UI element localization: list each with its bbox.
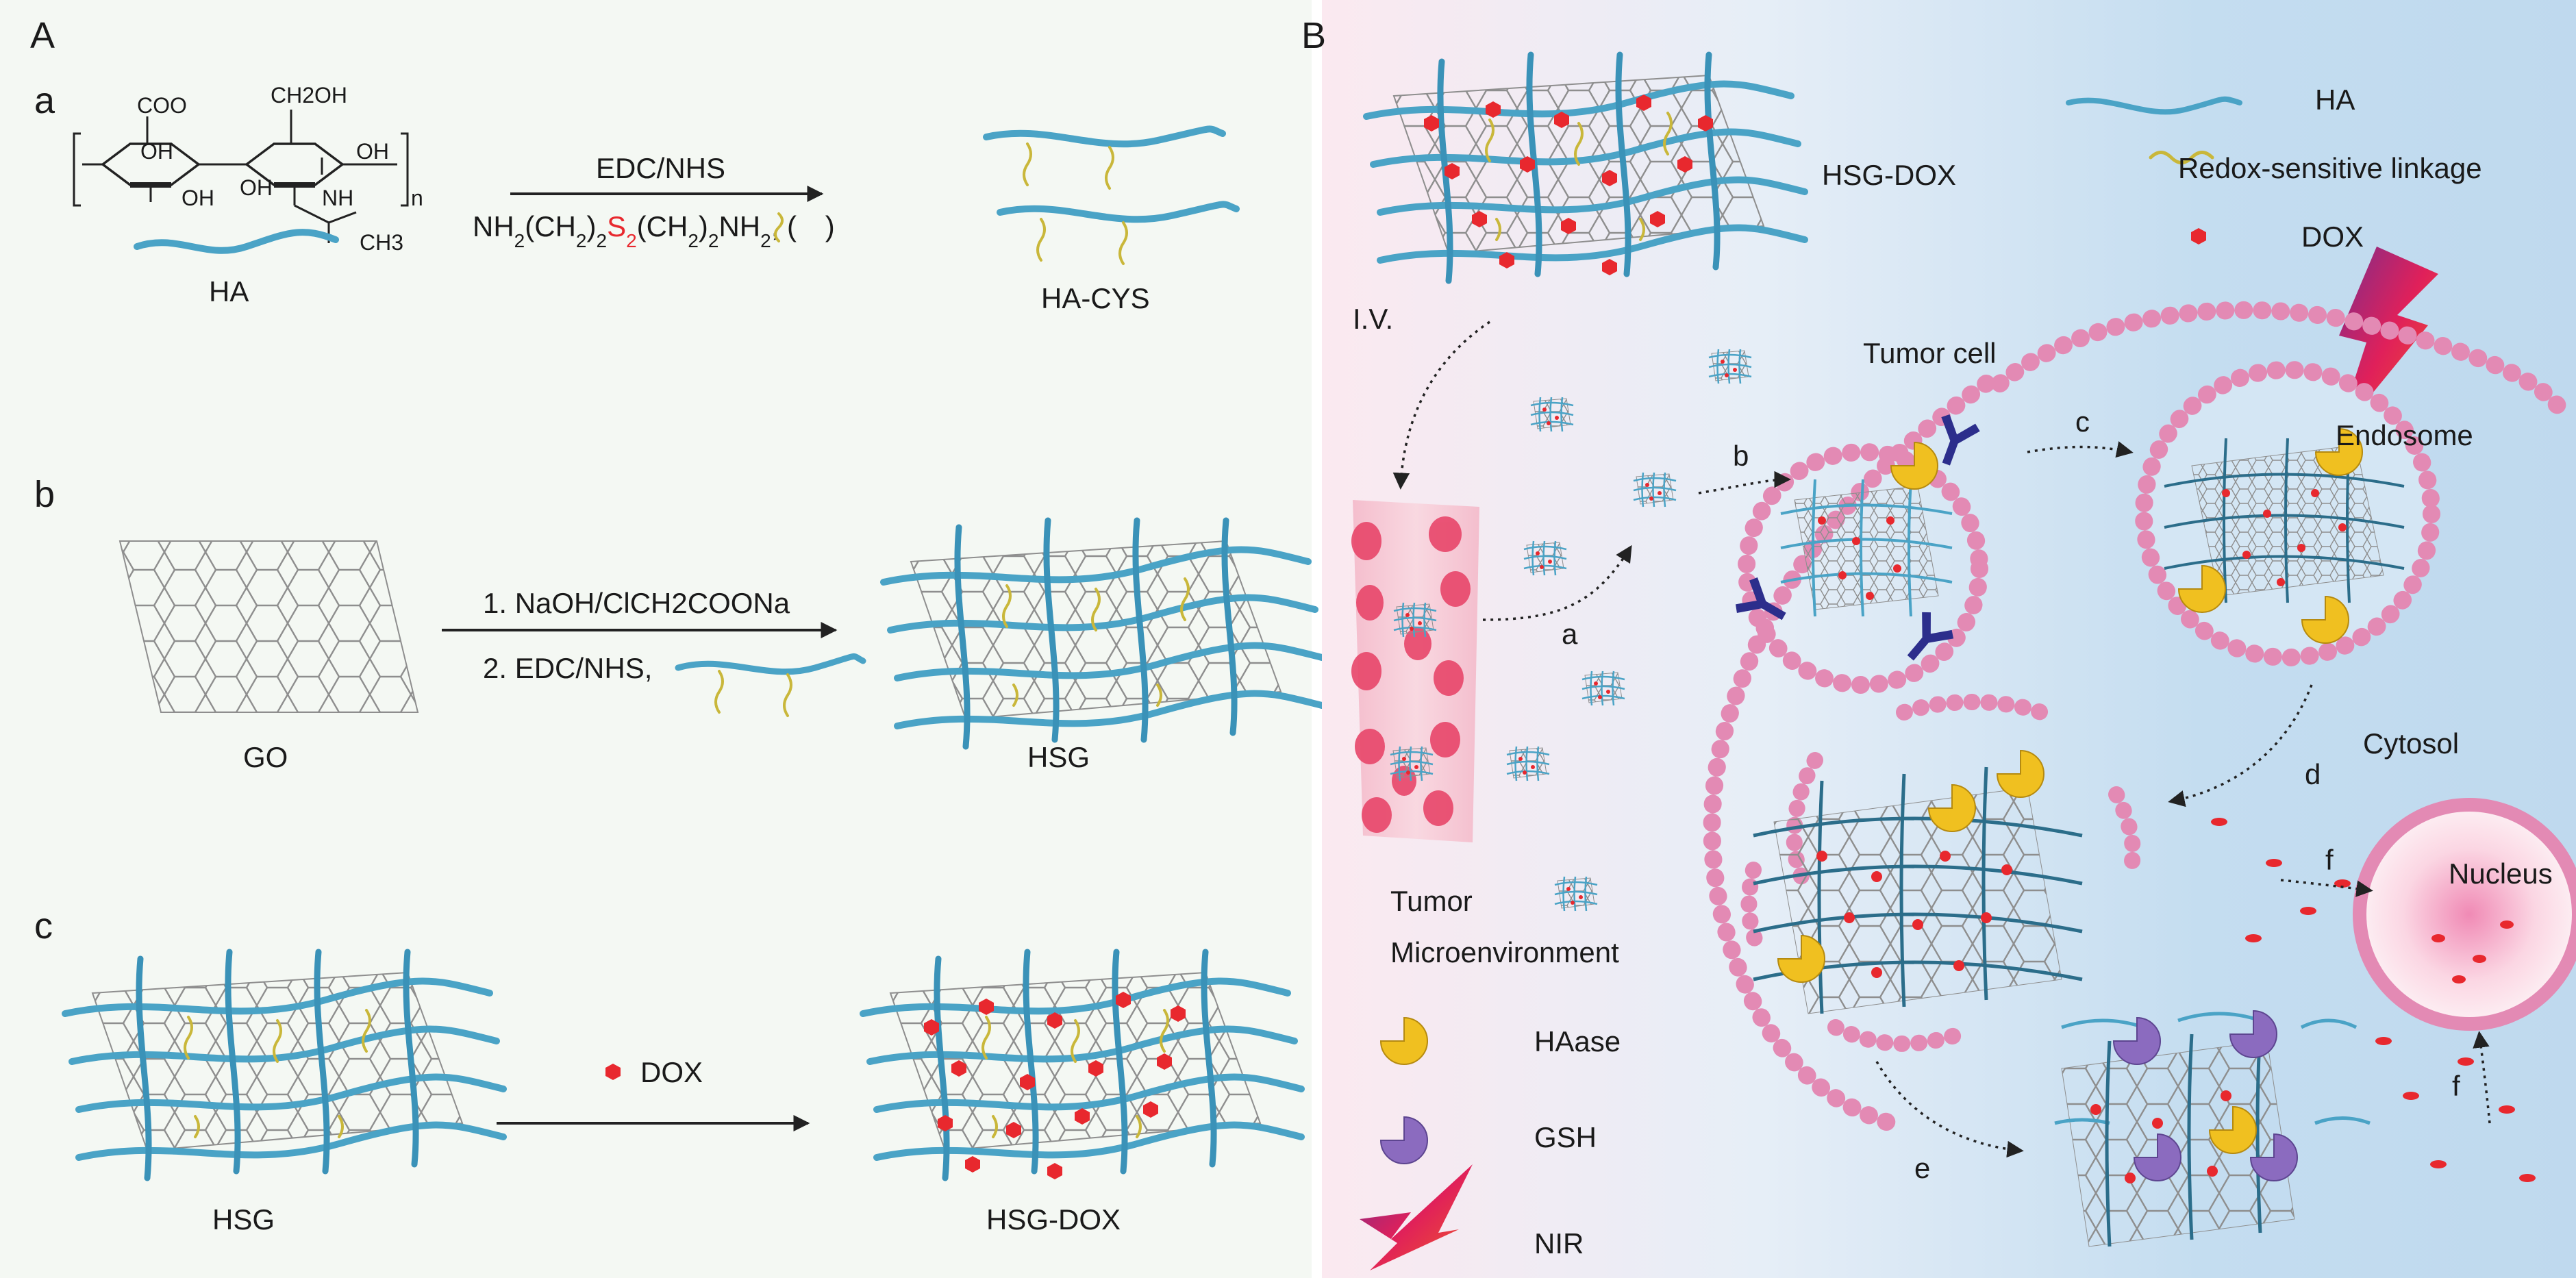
reaction-arrow-b: 1. NaOH/ClCH2COONa 2. EDC/NHS,: [442, 587, 866, 717]
step-f-arrow-1: [2280, 879, 2373, 897]
legend-ha-icon: [2066, 96, 2242, 115]
oh-label-1: OH: [140, 139, 173, 164]
legend-ha: HA: [2315, 84, 2355, 116]
reagent-dox: DOX: [640, 1056, 703, 1088]
legend: HA Redox-sensitive linkage DOX: [2066, 84, 2482, 253]
go-caption: GO: [243, 741, 288, 773]
step-a-arrow: [1482, 544, 1632, 621]
vesicle-nanoparticle: [1780, 479, 1953, 617]
ha-cys-caption: HA-CYS: [1041, 282, 1150, 314]
hsg-dox-label: HSG-DOX: [1822, 159, 1956, 191]
nh-label: NH: [322, 186, 353, 210]
cytosol-label: Cytosol: [2363, 727, 2459, 760]
graphene-oxide-sheet: [118, 540, 419, 713]
reaction-arrow-c: DOX: [497, 1056, 810, 1131]
blood-vessel: [1351, 500, 1479, 842]
legend-linkage-icon: [2149, 151, 2214, 164]
coo-label: COO: [137, 93, 187, 118]
step-b-arrow: [1698, 471, 1791, 494]
reaction-arrow-a: EDC/NHS NH2(CH2)2S2(CH2)2NH2, ( ): [473, 152, 835, 251]
hsg-caption-b: HSG: [1027, 741, 1090, 773]
endosome-label: Endosome: [2336, 419, 2473, 451]
step-d-arrow: [2168, 684, 2313, 807]
ha-cys-product: HA-CYS: [983, 125, 1240, 314]
legend-dox: DOX: [2301, 221, 2364, 253]
step-a-label: a: [1562, 618, 1578, 650]
step-f-label-2: f: [2452, 1070, 2460, 1102]
hsg-dox-caption-c: HSG-DOX: [986, 1203, 1121, 1236]
tumor-cell-label: Tumor cell: [1863, 337, 1996, 369]
tumor-cell-membrane-top: [1991, 301, 2571, 420]
row-b-letter: b: [34, 474, 55, 515]
step-b-label: b: [1733, 440, 1749, 472]
free-dox: [2211, 818, 2536, 1182]
broken-endosome: [1740, 694, 2141, 1052]
panel-a-label: A: [30, 15, 55, 56]
nucleus-label: Nucleus: [2449, 857, 2553, 890]
step-d-label: d: [2305, 758, 2321, 790]
oh-label-3: OH: [240, 175, 273, 200]
n-label: n: [411, 186, 423, 210]
iv-label: I.V.: [1353, 303, 1393, 335]
step-f-arrow-2: [2473, 1031, 2491, 1124]
iv-arrow: [1392, 321, 1490, 490]
hsg-caption-c: HSG: [212, 1203, 275, 1236]
ha-caption: HA: [209, 275, 249, 308]
reagent-cystamine: NH2(CH2)2S2(CH2)2NH2, ( ): [473, 210, 835, 251]
row-c-letter: c: [34, 905, 53, 947]
tumor-micro-label-1: Tumor: [1390, 885, 1473, 917]
legend-linkage: Redox-sensitive linkage: [2178, 152, 2482, 184]
legend-haase: HAase: [1534, 1025, 1621, 1057]
ch3-label: CH3: [360, 230, 403, 255]
reagent-edc-nhs: EDC/NHS: [596, 152, 725, 184]
legend-nir: NIR: [1534, 1227, 1584, 1260]
endocytic-vesicle: [1738, 443, 1988, 694]
ch2oh-label: CH2OH: [271, 83, 347, 108]
legend-nir-icon: [1360, 1164, 1473, 1270]
step-c-arrow: [2027, 441, 2134, 458]
nucleus: [2353, 798, 2576, 1031]
row-a-letter: a: [34, 80, 55, 121]
oh-label-4: OH: [356, 139, 389, 164]
legend-gsh: GSH: [1534, 1121, 1597, 1153]
nucleus-dox: [2431, 920, 2514, 983]
tumor-micro-label-2: Microenvironment: [1390, 936, 1619, 968]
panel-b-label: B: [1301, 15, 1326, 56]
step-f-label-1: f: [2325, 844, 2334, 876]
step-e-arrow: [1875, 1061, 2024, 1158]
released-nanoparticle: [1753, 766, 2083, 1014]
reagent-naoh: 1. NaOH/ClCH2COONa: [483, 587, 790, 619]
ha-structure: COO CH2OH OH OH OH OH NH CH3 n HA: [73, 83, 423, 308]
endosome-nanoparticle: [2164, 438, 2405, 603]
oh-label-2: OH: [182, 186, 214, 210]
step-e-label: e: [1914, 1152, 1930, 1184]
reagent-edc-nhs-2: 2. EDC/NHS,: [483, 652, 652, 684]
step-c-label: c: [2075, 405, 2090, 438]
